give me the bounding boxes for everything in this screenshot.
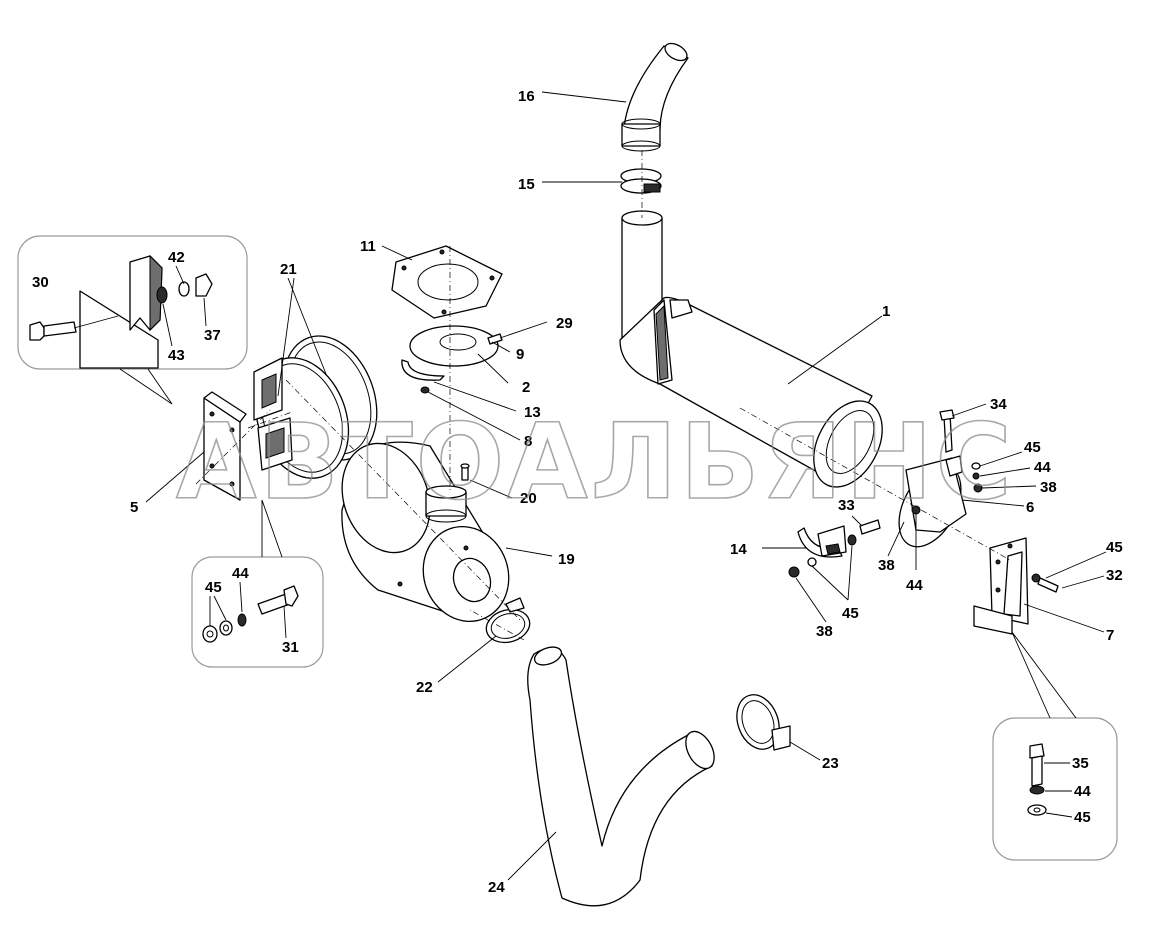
callout-34: 34	[990, 396, 1007, 413]
callout-7: 7	[1106, 627, 1114, 644]
part-19-filter-housing	[341, 441, 510, 622]
callout-19: 19	[558, 551, 575, 568]
callout-11: 11	[360, 238, 376, 255]
part-38-nut-b	[847, 534, 857, 546]
callout-44: 44	[906, 577, 923, 594]
callout-42: 42	[168, 249, 185, 266]
callout-20: 20	[520, 490, 537, 507]
callout-33: 33	[838, 497, 855, 514]
callout-1: 1	[882, 303, 890, 320]
callout-38: 38	[1040, 479, 1057, 496]
callout-6: 6	[1026, 499, 1034, 516]
callout-5: 5	[130, 499, 138, 516]
callout-44: 44	[1074, 783, 1091, 800]
callout-30: 30	[32, 274, 49, 291]
callout-44: 44	[1034, 459, 1051, 476]
callout-44: 44	[232, 565, 249, 582]
callout-45: 45	[842, 605, 859, 622]
part-23-clamp	[736, 694, 791, 751]
callout-22: 22	[416, 679, 433, 696]
callout-45: 45	[1024, 439, 1041, 456]
callout-23: 23	[822, 755, 839, 772]
callout-43: 43	[168, 347, 185, 364]
part-34-bolt	[939, 409, 955, 453]
inset-bolt-washers: 45 44 31	[191, 499, 324, 668]
part-7-bracket	[973, 537, 1029, 635]
part-5-bracket	[203, 391, 247, 501]
part-44-45-38-hardware	[971, 462, 983, 493]
callout-29: 29	[556, 315, 573, 332]
inset-bracket-mounting: 30 42 43 37	[17, 235, 248, 405]
callout-14: 14	[730, 541, 747, 558]
callout-leaders	[145, 91, 1107, 881]
callout-45: 45	[205, 579, 222, 596]
part-32-bolt	[1031, 573, 1059, 593]
part-24-intake-pipe	[527, 646, 715, 907]
part-6-support	[898, 455, 967, 548]
part-20-fitting	[460, 463, 470, 481]
part-45-washer-a	[807, 557, 817, 567]
callout-16: 16	[518, 88, 535, 105]
callout-31: 31	[282, 639, 299, 656]
part-2-gasket	[409, 325, 499, 367]
callout-9: 9	[516, 346, 524, 363]
part-11-flange	[391, 245, 503, 319]
callout-13: 13	[524, 404, 541, 421]
part-33-bolt	[859, 519, 881, 535]
part-13-half-ring	[401, 359, 445, 381]
part-14-clamp	[797, 525, 847, 558]
inset-bracket-bolt: 35 44 45	[992, 631, 1118, 861]
part-22-clamp	[485, 597, 531, 644]
callout-37: 37	[204, 327, 221, 344]
callout-35: 35	[1072, 755, 1089, 772]
callout-32: 32	[1106, 567, 1123, 584]
part-29-bolt	[487, 333, 503, 345]
callout-24: 24	[488, 879, 505, 896]
part-16-elbow	[621, 42, 689, 152]
assembly-axes	[195, 150, 1011, 641]
part-8-nut	[420, 386, 430, 394]
callout-45: 45	[1074, 809, 1091, 826]
callout-labels: 16 15 1 11 29 9 2 13 8 20 19 22 23 24 21…	[130, 88, 1123, 896]
callout-45: 45	[1106, 539, 1123, 556]
callout-8: 8	[524, 433, 532, 450]
callout-15: 15	[518, 176, 535, 193]
part-15-clamp	[620, 168, 662, 194]
part-21-bands	[253, 335, 378, 479]
callout-38: 38	[816, 623, 833, 640]
callout-21: 21	[280, 261, 297, 278]
part-1-muffler	[619, 210, 883, 488]
callout-2: 2	[522, 379, 530, 396]
part-38-nut-a	[788, 566, 800, 578]
callout-38: 38	[878, 557, 895, 574]
watermark: АВТОАЛЬЯНС	[176, 401, 1015, 523]
